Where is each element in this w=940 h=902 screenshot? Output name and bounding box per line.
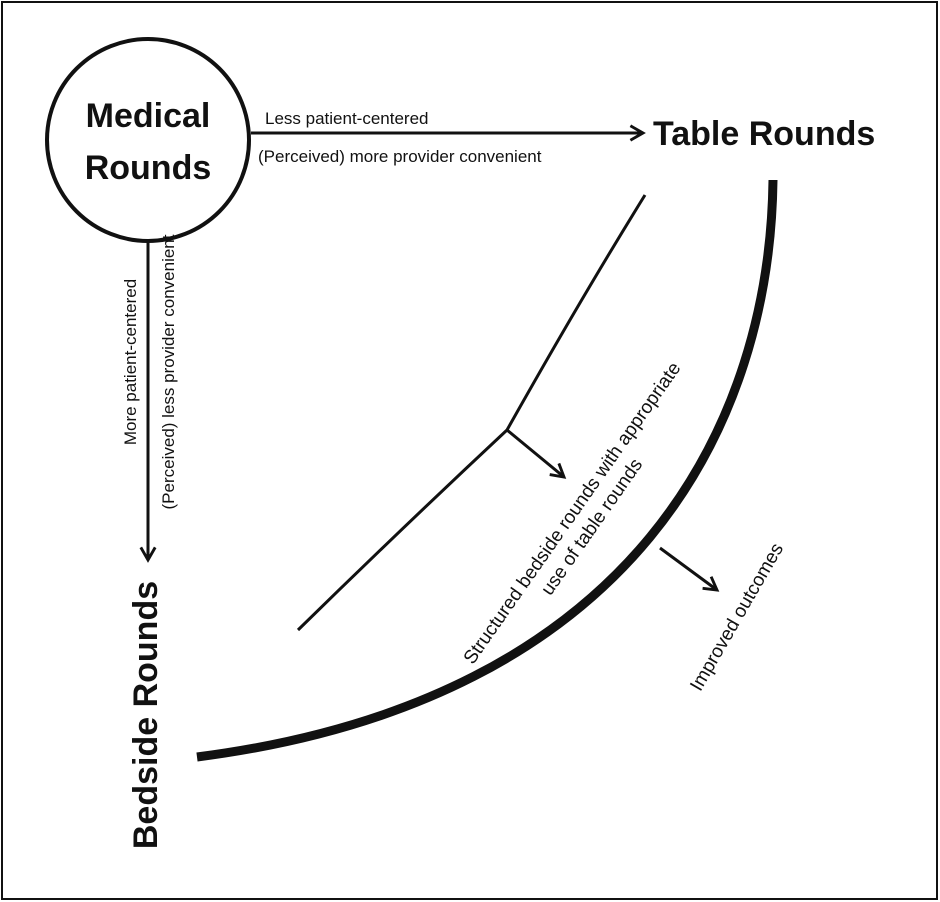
medical-rounds-label-1: Medical: [86, 97, 211, 135]
improved-outcomes-curve: [196, 179, 778, 762]
structured-rounds-arrow: [506, 428, 567, 479]
medical-rounds-label-2: Rounds: [85, 149, 212, 187]
structured-rounds-line: [296, 194, 647, 632]
less-patient-centered-label: Less patient-centered: [265, 109, 429, 128]
improved-outcomes-label: Improved outcomes: [686, 540, 788, 695]
medical-rounds-circle: [45, 37, 251, 243]
more-patient-centered-label: More patient-centered: [121, 279, 140, 445]
structured-rounds-label-1: Structured bedside rounds with appropria…: [460, 359, 686, 669]
bedside-rounds-label: Bedside Rounds: [127, 581, 165, 849]
table-rounds-label: Table Rounds: [653, 115, 875, 153]
improved-outcomes-arrow: [659, 546, 720, 592]
more-provider-convenient-label: (Perceived) more provider convenient: [258, 147, 542, 166]
less-provider-convenient-label: (Perceived) less provider convenient: [159, 234, 178, 509]
